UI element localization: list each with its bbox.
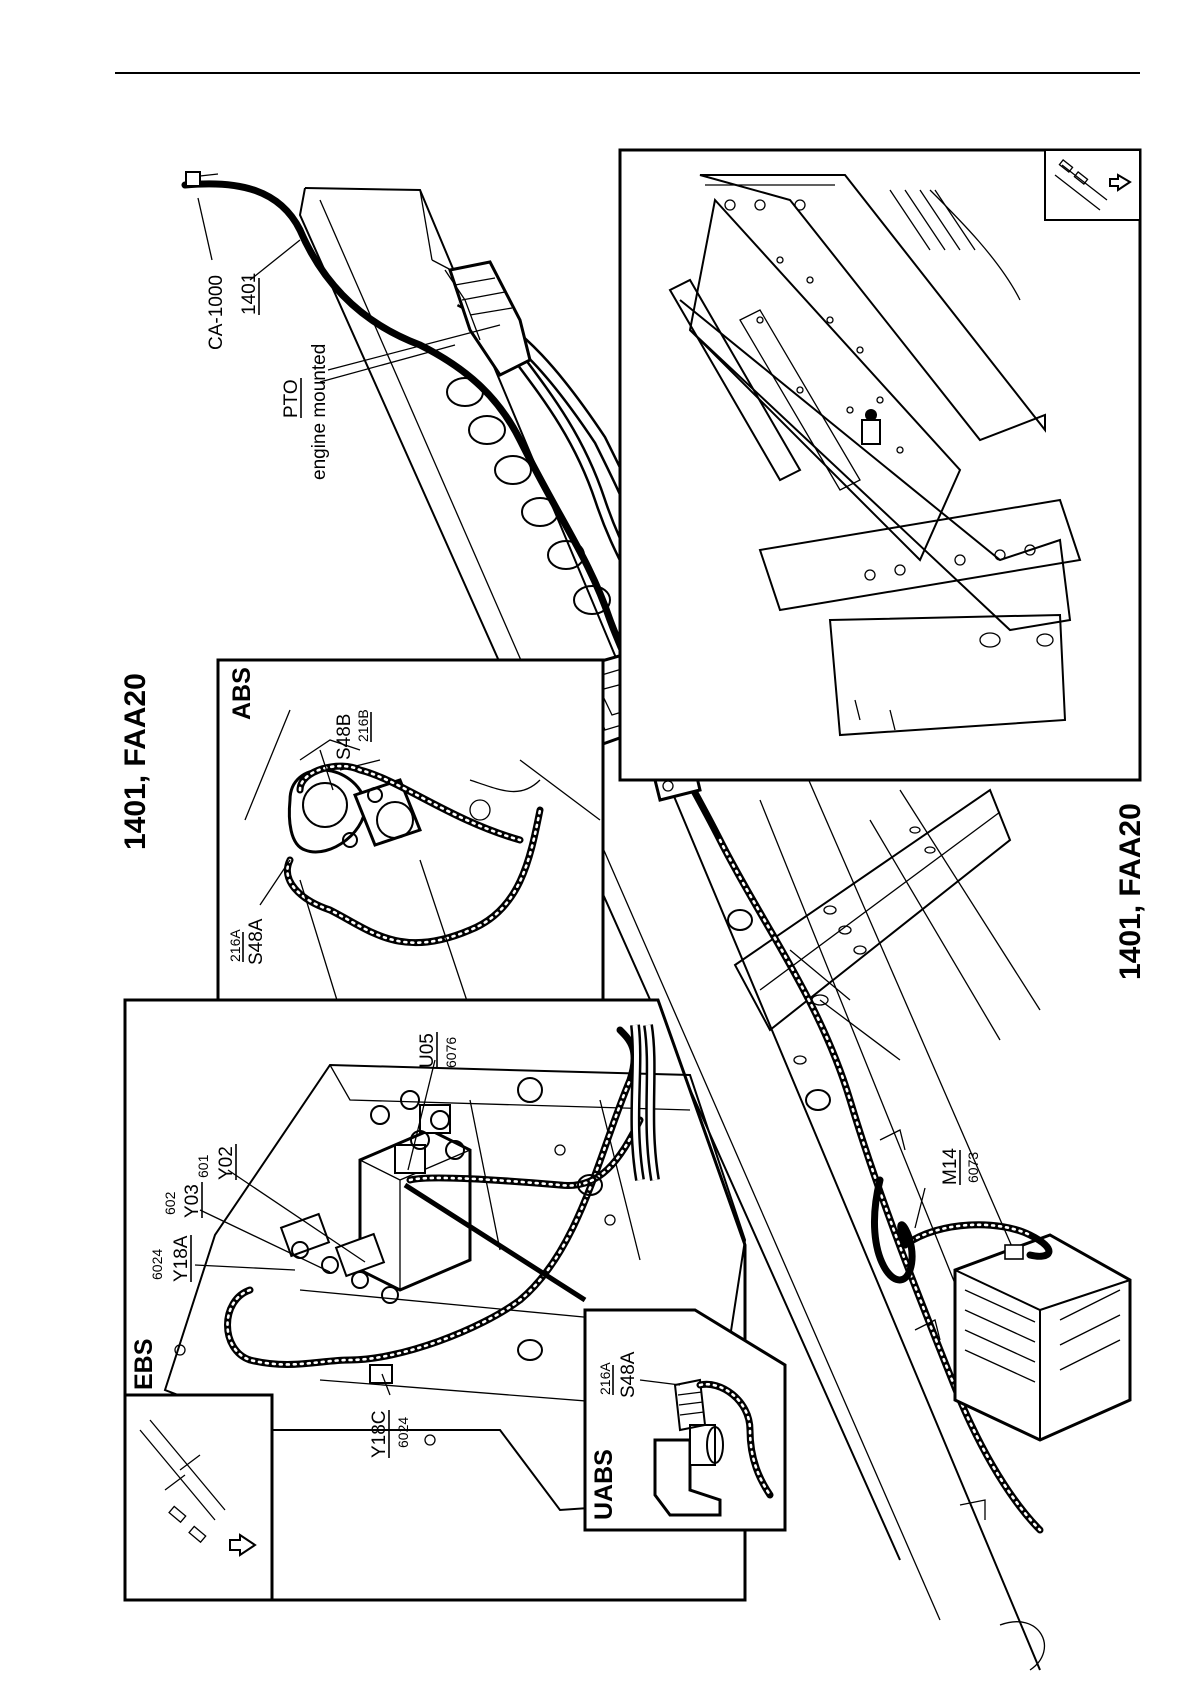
ebs-title: EBS	[130, 1339, 158, 1390]
abs-panel	[218, 660, 603, 1020]
label-abs-s48a-num: 216A	[227, 929, 243, 962]
label-uabs-s48a-num: 216A	[597, 1362, 613, 1395]
label-s48b-num: 216B	[355, 709, 371, 742]
label-s48b: S48B	[334, 714, 355, 760]
label-y18a-num: 6024	[149, 1249, 165, 1280]
detail-box-right	[620, 150, 1140, 780]
label-y18c: Y18C	[369, 1410, 390, 1458]
label-u05-num: 6076	[443, 1037, 459, 1068]
m14-unit	[874, 1180, 1130, 1440]
title-bottom: 1401, FAA20	[1114, 803, 1147, 980]
uabs-title: UABS	[590, 1449, 618, 1520]
pto-connector	[445, 262, 530, 375]
label-y02-num: 601	[195, 1154, 211, 1178]
label-y18c-num: 6024	[395, 1417, 411, 1448]
label-m14: M14	[940, 1148, 961, 1185]
label-u05: U05	[417, 1033, 438, 1068]
label-m14-num: 6073	[965, 1152, 981, 1183]
label-y02: Y02	[216, 1146, 237, 1180]
label-y03: Y03	[182, 1184, 203, 1218]
title-top: 1401, FAA20	[119, 673, 152, 850]
label-1401: 1401	[239, 273, 260, 315]
label-ca1000: CA-1000	[206, 275, 227, 350]
label-pto-engine-mounted: engine mounted	[309, 344, 330, 480]
abs-title: ABS	[228, 667, 256, 720]
label-y03-num: 602	[162, 1191, 178, 1215]
label-y18a: Y18A	[171, 1235, 192, 1282]
label-pto: PTO	[281, 379, 302, 418]
label-abs-s48a: S48A	[246, 918, 267, 965]
label-uabs-s48a: S48A	[618, 1351, 639, 1398]
